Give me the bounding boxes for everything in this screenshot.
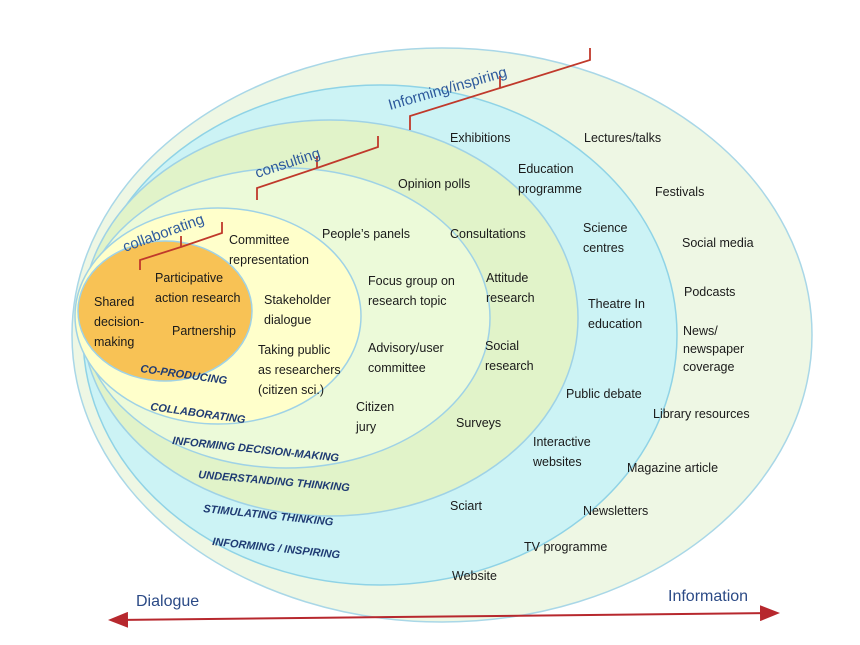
informing-podcasts: Podcasts <box>684 285 735 299</box>
stimulating-exhibitions: Exhibitions <box>450 131 510 145</box>
informing-festivals: Festivals <box>655 185 704 199</box>
stimulating-public-debate: Public debate <box>566 387 642 401</box>
stimulating-education-programme: Education programme <box>518 162 582 196</box>
axis-label-dialogue: Dialogue <box>136 593 199 610</box>
informing-magazine-article: Magazine article <box>627 461 718 475</box>
bracket-collaborating <box>139 222 223 270</box>
decision-advisory-committee: Advisory/user committee <box>368 341 447 375</box>
collab-taking-public-as-researchers: Taking public as researchers (citizen sc… <box>258 343 344 397</box>
informing-website: Website <box>452 569 497 583</box>
understanding-surveys: Surveys <box>456 416 501 430</box>
informing-social-media: Social media <box>682 236 754 250</box>
bracket-informing <box>409 48 591 130</box>
dialogue-information-arrow <box>108 605 780 628</box>
axis-label-information: Information <box>668 588 748 605</box>
stimulating-science-centres: Science centres <box>583 221 631 255</box>
core-shared-decision-making: Shared decision- making <box>94 295 148 349</box>
informing-tv-programme: TV programme <box>524 540 607 554</box>
bracket-consulting <box>256 136 379 200</box>
understanding-social-research: Social research <box>485 339 534 373</box>
decision-citizen-jury: Citizen jury <box>355 400 398 434</box>
stimulating-interactive-websites: Interactive websites <box>532 435 594 469</box>
informing-newsletters: Newsletters <box>583 504 648 518</box>
core-partnership: Partnership <box>172 324 236 338</box>
understanding-opinion-polls: Opinion polls <box>398 177 470 191</box>
informing-lectures-talks: Lectures/talks <box>584 131 661 145</box>
ring-co-producing <box>77 240 253 382</box>
core-participative-action-research: Participative action research <box>155 271 241 305</box>
collab-stakeholder-dialogue: Stakeholder dialogue <box>264 293 334 327</box>
understanding-consultations: Consultations <box>450 227 526 241</box>
stimulating-theatre-in-education: Theatre In education <box>588 297 648 331</box>
informing-news-coverage: News/ newspaper coverage <box>683 324 748 374</box>
informing-library-resources: Library resources <box>653 407 750 421</box>
understanding-attitude-research: Attitude research <box>486 271 535 305</box>
decision-focus-group: Focus group on research topic <box>368 274 458 308</box>
stimulating-sciart: Sciart <box>450 499 482 513</box>
collab-committee-representation: Committee representation <box>229 233 309 267</box>
decision-peoples-panels: People’s panels <box>322 227 410 241</box>
